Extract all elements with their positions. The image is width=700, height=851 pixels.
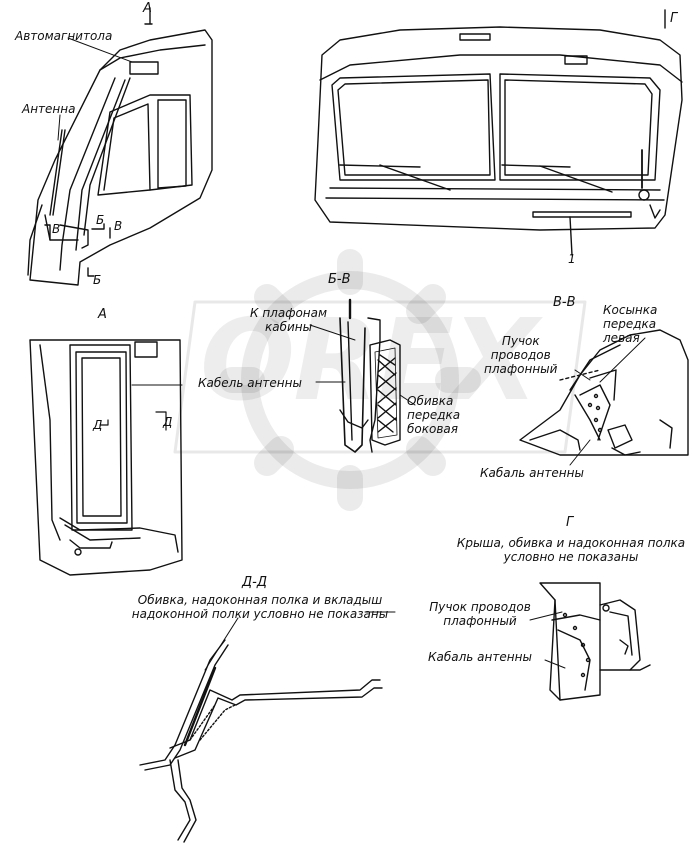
section-bv-drawing xyxy=(309,298,416,453)
label-wire-bundle-ceiling: Пучок проводов плафонный xyxy=(484,334,558,376)
view-a-drawing xyxy=(29,339,183,576)
view-a-title: А xyxy=(98,307,107,322)
label-radio: Автомагнитола xyxy=(15,29,113,43)
watermark-banner xyxy=(173,300,587,454)
section-marker-v: В xyxy=(114,219,123,233)
view-g-marker-top: Г xyxy=(670,11,678,26)
view-a-marker-top: А xyxy=(143,1,152,16)
section-dd-drawing xyxy=(139,611,396,843)
section-marker-b2: Б xyxy=(93,273,102,287)
label-side-trim: Обивка передка боковая xyxy=(407,394,461,436)
label-to-ceiling-light: К плафонам кабины xyxy=(250,306,328,334)
section-bv-title: Б-В xyxy=(328,272,351,287)
note-section-dd: Обивка, надоконная полка и вкладыш надок… xyxy=(131,593,389,621)
section-marker-d-left: Д xyxy=(93,418,103,432)
section-marker-v2: В xyxy=(52,222,61,236)
section-marker-b: Б xyxy=(96,213,105,227)
section-vv-title: В-В xyxy=(553,295,576,310)
label-antenna-cable-vv: Кабаль антенны xyxy=(480,466,584,480)
label-antenna: Антенна xyxy=(22,102,76,116)
watermark-gear xyxy=(219,249,481,511)
cab-side-view xyxy=(27,7,213,286)
callout-1: 1 xyxy=(568,252,576,266)
cab-front-view xyxy=(314,9,683,256)
label-gusset-left: Косынка передка левая xyxy=(603,303,658,345)
label-antenna-cable-g: Кабаль антенны xyxy=(428,650,532,664)
section-marker-d-right: Д xyxy=(163,415,173,429)
section-vv-drawing xyxy=(519,329,689,466)
view-g-drawing xyxy=(529,582,651,701)
label-antenna-cable: Кабель антенны xyxy=(198,376,302,390)
label-wire-bundle-g: Пучок проводов плафонный xyxy=(429,600,531,628)
section-dd-title: Д-Д xyxy=(242,575,268,590)
view-g-title: Г xyxy=(566,515,574,530)
note-view-g: Крыша, обивка и надоконная полка условно… xyxy=(456,536,686,564)
